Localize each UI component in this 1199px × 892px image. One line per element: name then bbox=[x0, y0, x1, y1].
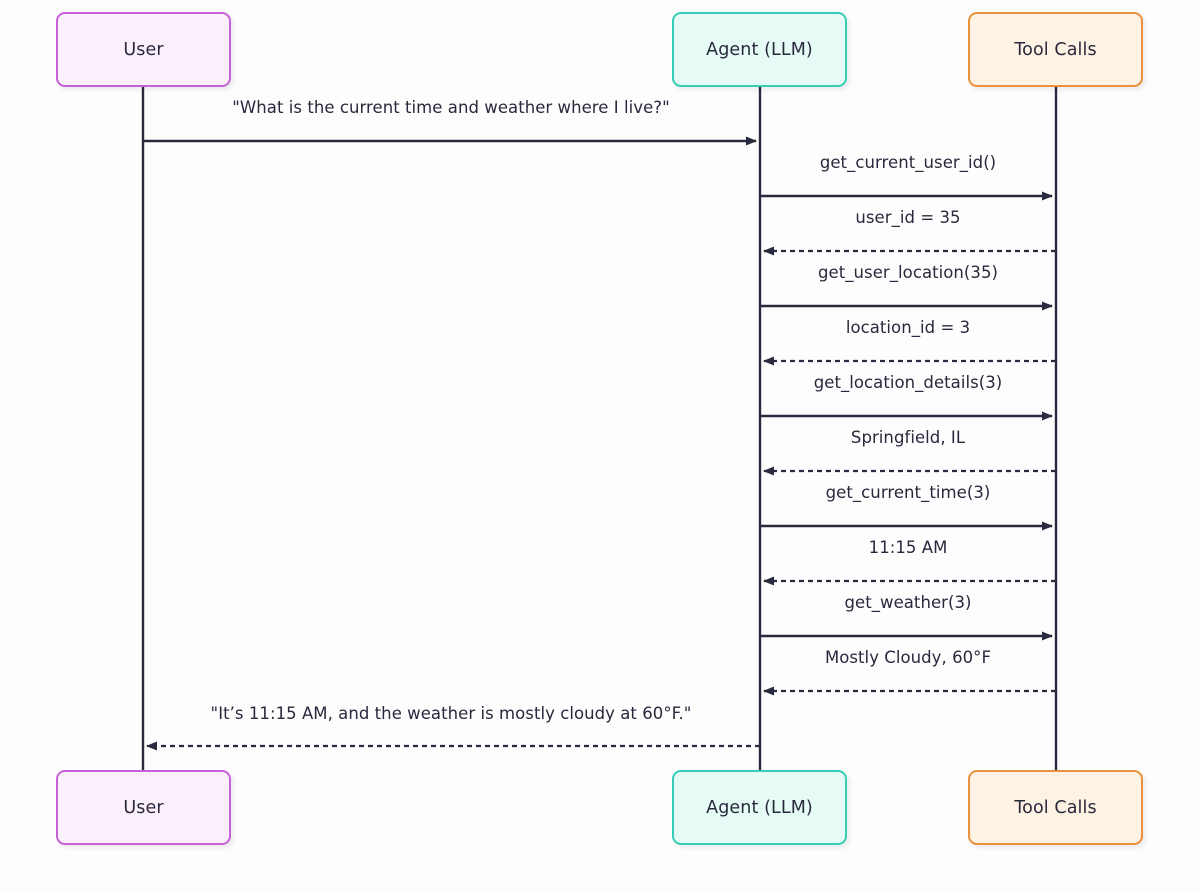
message-label-9: get_weather(3) bbox=[844, 593, 972, 612]
message-label-1: get_current_user_id() bbox=[819, 153, 997, 172]
actor-box-tool-calls-bottom[interactable]: Tool Calls bbox=[968, 770, 1143, 845]
message-label-4: location_id = 3 bbox=[845, 318, 971, 337]
message-label-0: "What is the current time and weather wh… bbox=[232, 98, 670, 117]
actor-label-tool-calls-bottom: Tool Calls bbox=[1014, 797, 1097, 818]
message-label-6: Springfield, IL bbox=[850, 428, 966, 447]
actor-label-agent-top: Agent (LLM) bbox=[706, 39, 813, 60]
actor-label-user-top: User bbox=[123, 39, 164, 60]
message-label-3: get_user_location(35) bbox=[818, 263, 998, 282]
actor-label-tool-calls-top: Tool Calls bbox=[1014, 39, 1097, 60]
message-label-7: get_current_time(3) bbox=[825, 483, 991, 502]
message-label-8: 11:15 AM bbox=[868, 538, 948, 557]
actor-box-agent-bottom[interactable]: Agent (LLM) bbox=[672, 770, 847, 845]
lifelines-group bbox=[141, 87, 1058, 770]
actor-label-agent-bottom: Agent (LLM) bbox=[706, 797, 813, 818]
actor-box-user-bottom[interactable]: User bbox=[56, 770, 231, 845]
message-label-11: "It’s 11:15 AM, and the weather is mostl… bbox=[210, 704, 692, 723]
actor-box-user-top[interactable]: User bbox=[56, 12, 231, 87]
message-label-5: get_location_details(3) bbox=[813, 373, 1003, 392]
actor-box-agent-top[interactable]: Agent (LLM) bbox=[672, 12, 847, 87]
message-arrows-group bbox=[143, 136, 1056, 751]
message-label-2: user_id = 35 bbox=[855, 208, 961, 227]
message-label-10: Mostly Cloudy, 60°F bbox=[824, 648, 992, 667]
actor-label-user-bottom: User bbox=[123, 797, 164, 818]
actor-box-tool-calls-top[interactable]: Tool Calls bbox=[968, 12, 1143, 87]
